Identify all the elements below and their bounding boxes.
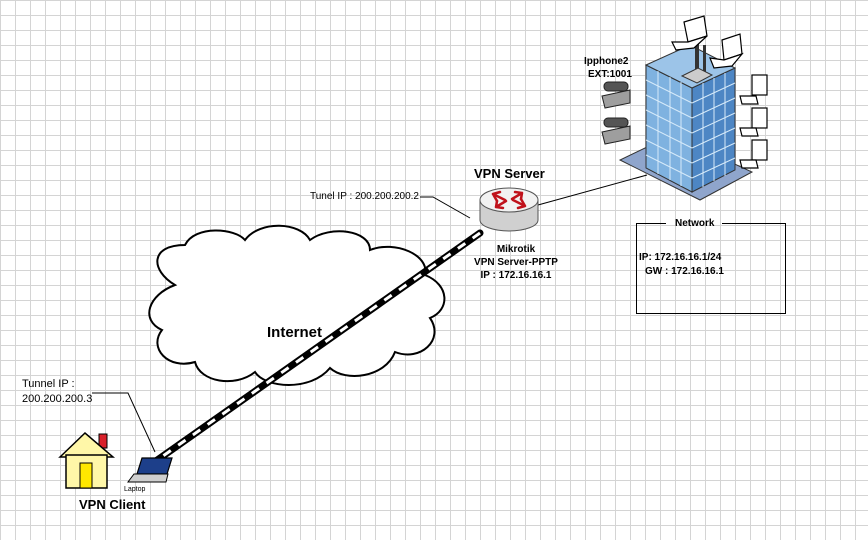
client-tunnel-line1: Tunnel IP : xyxy=(22,378,75,390)
server-tunnel-ip-label: Tunel IP : 200.200.200.2 xyxy=(310,191,419,202)
client-tunnel-callout xyxy=(92,392,156,453)
laptop-icon xyxy=(671,15,744,69)
cloud-icon xyxy=(148,224,446,386)
laptop-label: Laptop xyxy=(124,486,146,493)
mikrotik-label: Mikrotik VPN Server-PPTP IP : 172.16.16.… xyxy=(466,243,566,282)
network-gw: GW : 172.16.16.1 xyxy=(645,266,724,277)
network-box-border xyxy=(722,223,785,224)
router-icon xyxy=(479,187,539,232)
house-icon xyxy=(58,431,116,489)
building-icon xyxy=(618,38,754,201)
desktop-icon xyxy=(739,74,768,169)
vpn-server-title: VPN Server xyxy=(474,166,545,181)
client-tunnel-ip-label: Tunnel IP : 200.200.200.3 xyxy=(22,377,92,407)
ipphone-line2: EXT:1001 xyxy=(588,69,632,80)
laptop-icon xyxy=(127,457,173,483)
ipphone-line1: Ipphone2 xyxy=(584,56,629,67)
mikrotik-line2: VPN Server-PPTP xyxy=(474,257,558,268)
vpn-client-label: VPN Client xyxy=(79,497,146,512)
server-tunnel-callout xyxy=(420,196,471,219)
internet-label: Internet xyxy=(267,324,323,341)
mikrotik-line3: IP : 172.16.16.1 xyxy=(480,270,552,281)
ip-phone-icon xyxy=(601,117,631,145)
client-tunnel-line2: 200.200.200.3 xyxy=(22,393,93,405)
network-ip: IP: 172.16.16.1/24 xyxy=(639,252,722,263)
ip-phone-icon xyxy=(601,81,631,109)
lan-link xyxy=(537,174,648,206)
network-title: Network xyxy=(675,218,715,229)
vpn-tunnel xyxy=(149,229,484,467)
network-box-border xyxy=(636,223,666,224)
mikrotik-line1: Mikrotik xyxy=(496,244,536,255)
ipphone-label: Ipphone2 EXT:1001 xyxy=(584,55,632,81)
network-box xyxy=(636,223,786,314)
